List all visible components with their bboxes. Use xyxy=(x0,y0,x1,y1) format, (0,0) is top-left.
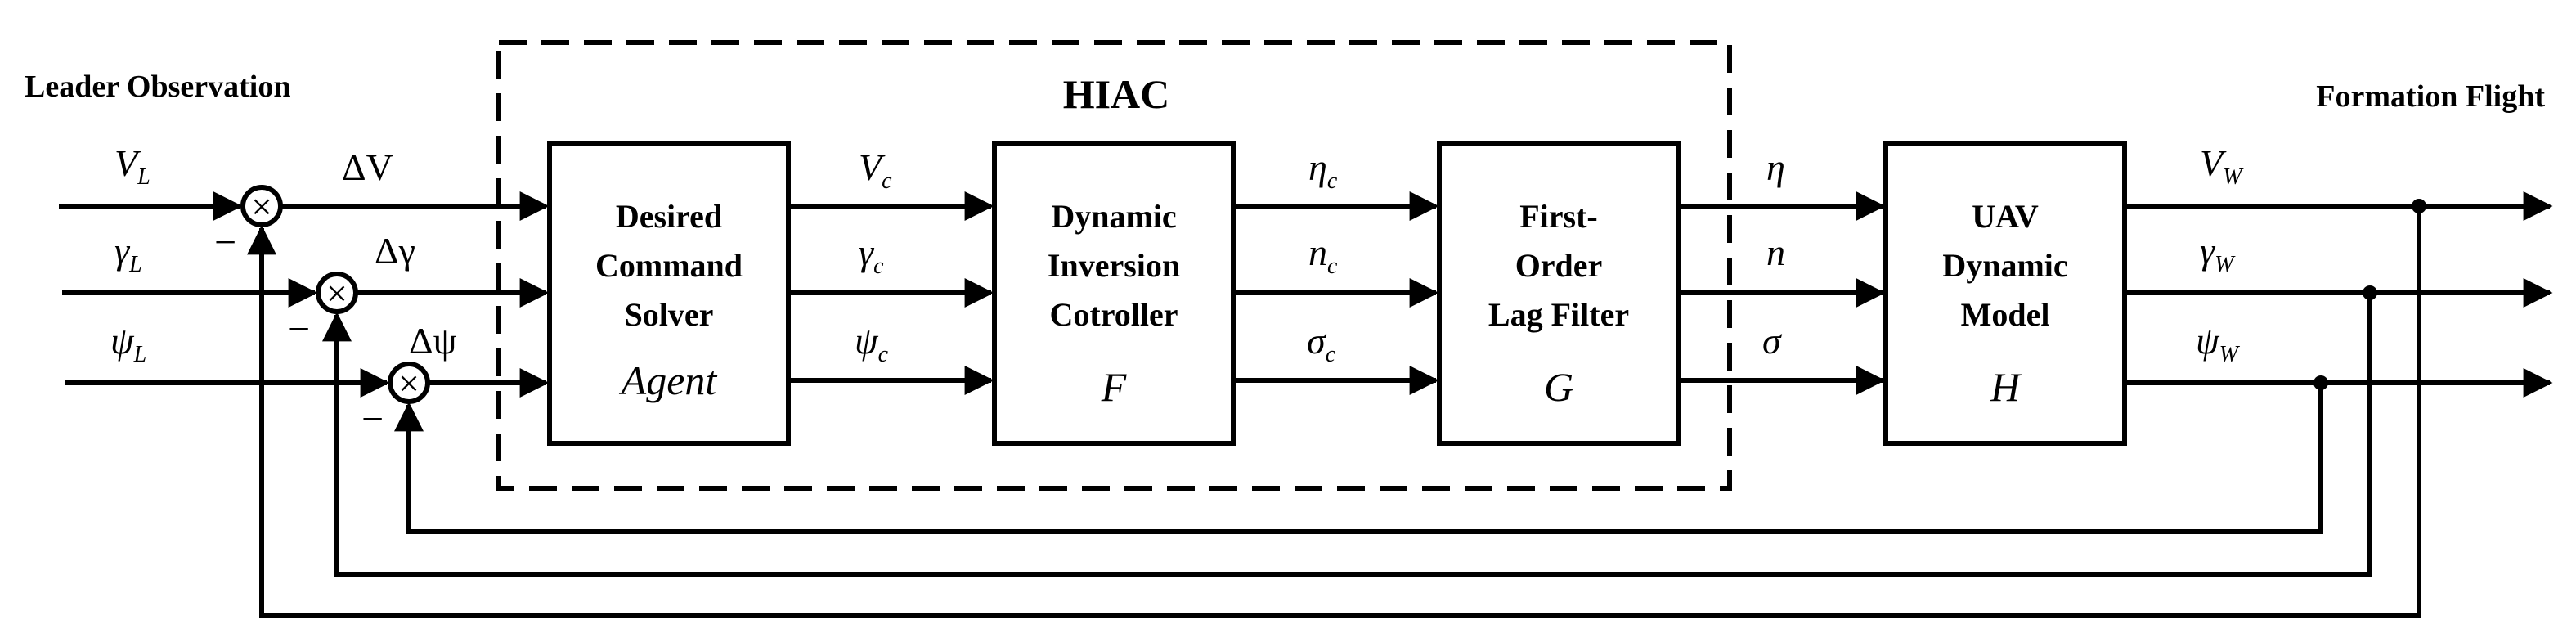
control-command-label-sigma: σc xyxy=(1307,320,1336,367)
command-label-v: Vc xyxy=(859,146,892,194)
uav-label-line3: Model xyxy=(1961,296,2050,333)
error-label-gamma: Δγ xyxy=(375,230,415,272)
output-label-v: VW xyxy=(2200,142,2244,190)
solver-symbol: Agent xyxy=(619,357,718,403)
svg-text:×: × xyxy=(251,186,272,227)
solver-label-line3: Solver xyxy=(625,296,714,333)
filter-label-line2: Order xyxy=(1515,247,1603,284)
control-label-eta: η xyxy=(1766,146,1785,188)
control-label-sigma: σ xyxy=(1762,320,1783,362)
leader-observation-title: Leader Observation xyxy=(25,70,290,104)
error-label-psi: Δψ xyxy=(409,320,457,362)
uav-label-line2: Dynamic xyxy=(1942,247,2067,284)
formation-flight-title: Formation Flight xyxy=(2316,79,2545,114)
control-command-label-eta: ηc xyxy=(1308,146,1338,194)
control-label-n: n xyxy=(1766,231,1785,273)
inversion-label-line2: Inversion xyxy=(1048,247,1180,284)
error-label-v: ΔV xyxy=(342,146,393,188)
output-label-gamma: γW xyxy=(2200,230,2236,277)
dynamic-inversion-controller-block: Dynamic Inversion Cotroller F xyxy=(992,141,1236,446)
uav-dynamic-model-block: UAV Dynamic Model H xyxy=(1883,141,2127,446)
command-label-psi: ψc xyxy=(855,320,889,367)
first-order-lag-filter-block: First- Order Lag Filter G xyxy=(1437,141,1681,446)
svg-text:×: × xyxy=(398,362,420,404)
solver-label-line2: Command xyxy=(595,247,743,284)
feedback-path-gamma xyxy=(322,293,2372,577)
summing-junction-psi: × xyxy=(388,362,430,404)
uav-label-line1: UAV xyxy=(1972,198,2039,235)
inversion-label-line3: Cotroller xyxy=(1050,296,1178,333)
hiac-group-boundary xyxy=(496,40,1732,491)
minus-sign-psi: − xyxy=(361,398,384,441)
filter-label-line3: Lag Filter xyxy=(1488,296,1629,333)
filter-symbol: G xyxy=(1544,364,1573,410)
input-label-v: VL xyxy=(114,142,150,190)
inversion-label-line1: Dynamic xyxy=(1051,198,1176,235)
command-label-gamma: γc xyxy=(859,231,884,279)
minus-sign-gamma: − xyxy=(288,308,310,351)
input-label-gamma: γL xyxy=(114,230,142,277)
summing-junction-gamma: × xyxy=(316,272,358,314)
hiac-group-label: HIAC xyxy=(1063,71,1170,117)
input-label-psi: ψL xyxy=(110,320,146,367)
desired-command-solver-block: Desired Command Solver Agent xyxy=(547,141,791,446)
feedback-path-psi xyxy=(394,383,2323,534)
summing-junction-v: × xyxy=(240,185,283,227)
control-command-label-n: nc xyxy=(1308,231,1338,279)
inversion-symbol: F xyxy=(1101,364,1127,410)
solver-label-line1: Desired xyxy=(616,198,722,235)
minus-sign-v: − xyxy=(214,221,236,264)
svg-text:×: × xyxy=(326,272,348,314)
feedback-path-v xyxy=(247,206,2421,618)
output-label-psi: ψW xyxy=(2196,320,2241,367)
filter-label-line1: First- xyxy=(1519,198,1598,235)
uav-symbol: H xyxy=(1990,364,2022,410)
